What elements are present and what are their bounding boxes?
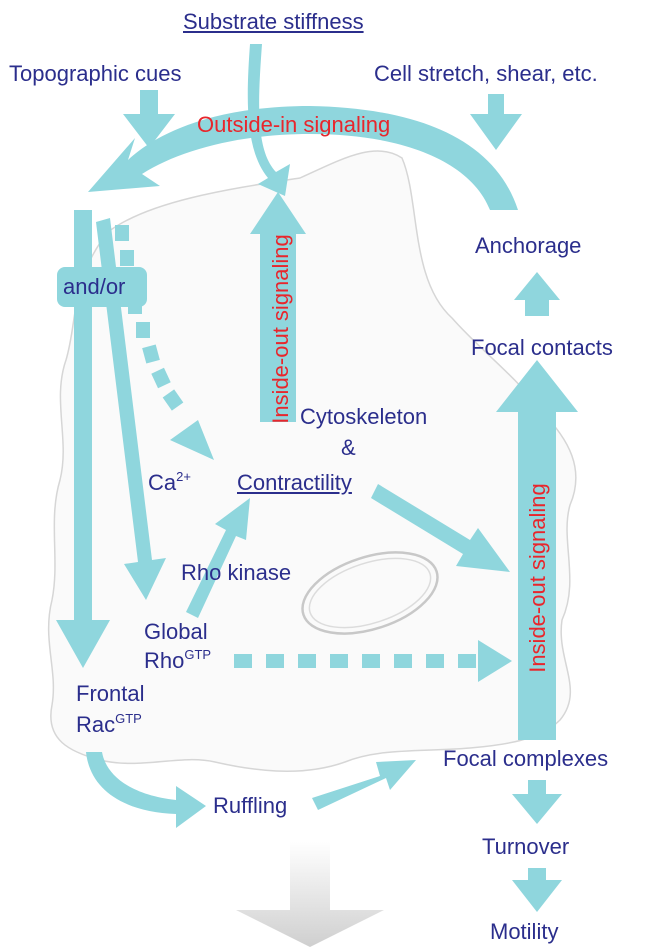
substrate-stiffness-label: Substrate stiffness: [183, 11, 364, 33]
turnover-arrow: [512, 780, 562, 824]
rho-gtp-label: RhoGTP: [144, 650, 211, 672]
cytoskeleton-label: Cytoskeleton: [300, 406, 427, 428]
ampersand-label: &: [341, 437, 356, 459]
ruffling-label: Ruffling: [213, 795, 287, 817]
motility-arrow: [512, 868, 562, 912]
rac-gtp-label: RacGTP: [76, 714, 142, 736]
rho-text: Rho: [144, 648, 184, 673]
contractility-label: Contractility: [237, 472, 352, 494]
anchorage-label: Anchorage: [475, 235, 581, 257]
focal-complexes-label: Focal complexes: [443, 748, 608, 770]
anchorage-arrow: [514, 272, 560, 316]
cell-stretch-label: Cell stretch, shear, etc.: [374, 63, 598, 85]
turnover-label: Turnover: [482, 836, 569, 858]
ca-label: Ca2+: [148, 472, 191, 494]
frontal-label: Frontal: [76, 683, 144, 705]
ca-text: Ca: [148, 470, 176, 495]
inside-out-right-label: Inside-out signaling: [527, 478, 549, 678]
and-or-label: and/or: [63, 276, 125, 298]
fade-arrow: [236, 842, 384, 947]
focal-contacts-label: Focal contacts: [471, 337, 613, 359]
rho-superscript: GTP: [184, 647, 211, 662]
stretch-arrow: [470, 94, 522, 150]
rac-superscript: GTP: [115, 711, 142, 726]
outside-in-label: Outside-in signaling: [197, 114, 390, 136]
rho-kinase-label: Rho kinase: [181, 562, 291, 584]
rac-text: Rac: [76, 712, 115, 737]
motility-label: Motility: [490, 921, 558, 943]
topographic-cues-label: Topographic cues: [9, 63, 181, 85]
ca-superscript: 2+: [176, 469, 191, 484]
inside-out-left-label: Inside-out signaling: [270, 229, 292, 429]
global-label: Global: [144, 621, 208, 643]
